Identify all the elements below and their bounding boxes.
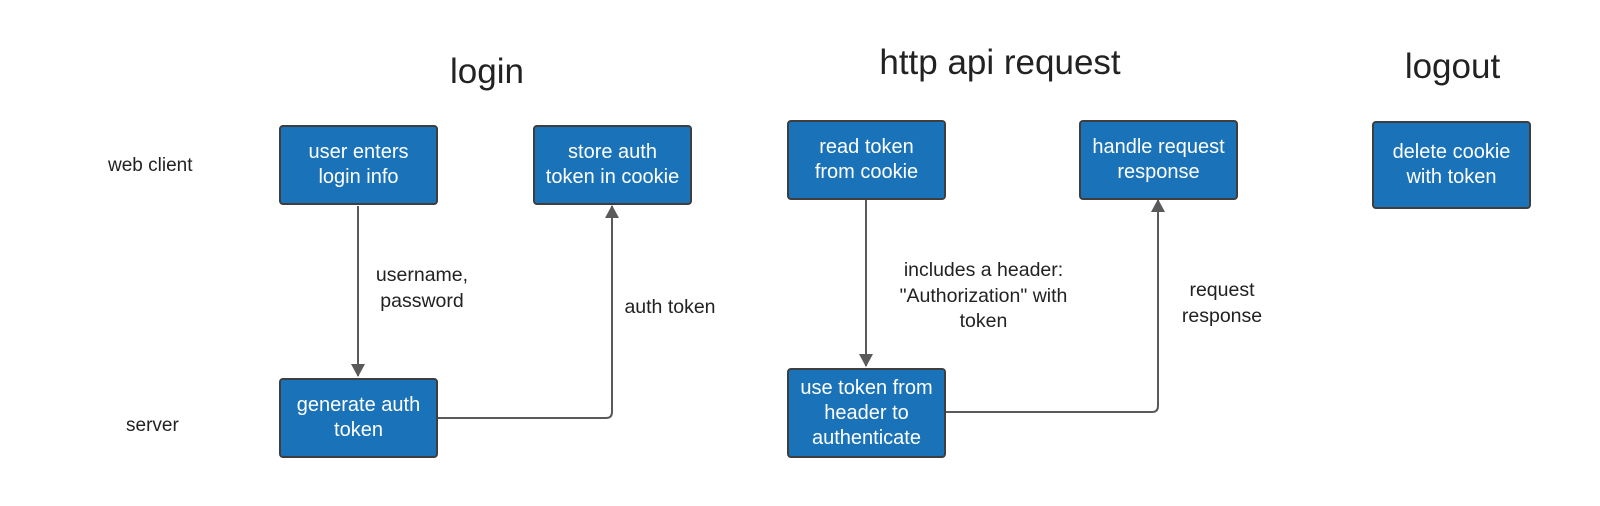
section-title-login: login: [450, 52, 524, 91]
edge-label-username-password: username, password: [375, 264, 469, 312]
edge-label-auth-token: auth token: [624, 296, 716, 318]
box-use-token-from-header: use token from header to authenticate: [787, 368, 946, 458]
lane-label-server: server: [126, 415, 179, 436]
section-title-logout: logout: [1404, 47, 1501, 86]
box-read-token-from-cookie: read token from cookie: [787, 120, 946, 200]
arrow-request-response: [946, 199, 1165, 413]
box-store-auth-token: store auth token in cookie: [533, 125, 692, 205]
box-generate-auth-token: generate auth token: [279, 378, 438, 458]
lane-label-web-client: web client: [108, 155, 193, 176]
box-delete-cookie-with-token: delete cookie with token: [1372, 121, 1531, 209]
arrow-auth-token: [438, 205, 619, 419]
box-handle-request-response: handle request response: [1079, 120, 1238, 200]
section-title-http-api-request: http api request: [879, 43, 1121, 82]
edge-label-authorization-header: includes a header: "Authorization" with …: [899, 259, 1068, 332]
edge-label-request-response: request response: [1181, 279, 1263, 327]
box-user-enters-login-info: user enters login info: [279, 125, 438, 205]
